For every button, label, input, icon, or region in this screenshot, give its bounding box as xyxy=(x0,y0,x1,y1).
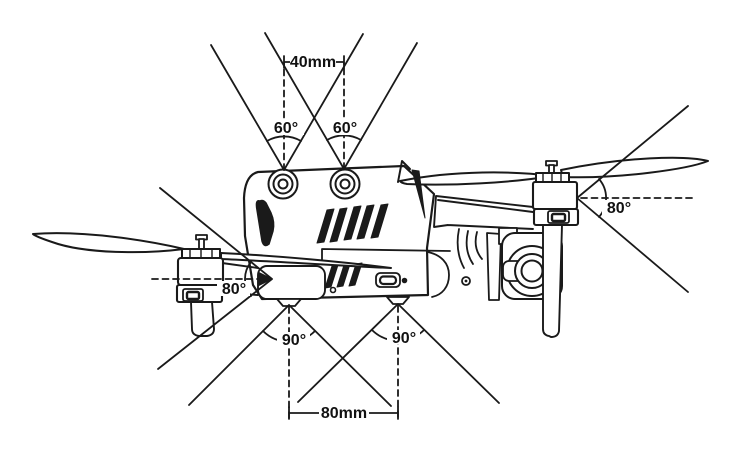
label-bg xyxy=(217,281,250,296)
top-right-fov-label: 60° xyxy=(333,120,357,137)
rear-fov-label: 80° xyxy=(607,200,631,217)
label-bg xyxy=(387,330,420,344)
label-bg xyxy=(319,404,369,420)
body-button xyxy=(329,286,337,294)
top-sensor-left xyxy=(267,168,299,200)
fov-cone-top-right xyxy=(264,32,418,170)
upper-vent-slats xyxy=(316,203,389,244)
label-bg xyxy=(290,54,336,69)
fov-cone-top-left xyxy=(210,33,364,171)
bottom-spacing-label: 80mm xyxy=(321,405,367,422)
rear-arm xyxy=(433,195,534,230)
label-bg xyxy=(602,200,635,215)
fov-cone-bottom-right xyxy=(297,303,500,422)
rear-propeller xyxy=(397,156,709,219)
fov-cone-bottom-left xyxy=(188,304,392,421)
fov-annotations xyxy=(151,32,696,422)
camera-lens-inner xyxy=(520,259,544,283)
label-bg xyxy=(268,120,304,135)
front-propeller xyxy=(32,232,392,269)
front-motor-shaft xyxy=(198,238,205,250)
fov-labels: 40mm 60° 60° 80° 80° 90° 90° 80mm xyxy=(217,54,635,422)
label-bg xyxy=(327,120,363,135)
front-fov-label: 80° xyxy=(222,281,246,298)
top-spacing-label: 40mm xyxy=(290,54,336,71)
status-led xyxy=(401,277,408,284)
bottom-right-fov-label: 90° xyxy=(392,330,416,347)
rear-motor-pod xyxy=(531,160,580,338)
front-motor-pod xyxy=(175,234,225,337)
top-left-fov-label: 60° xyxy=(274,120,298,137)
bottom-sensor-rear xyxy=(386,296,410,305)
rear-landing-leg xyxy=(542,224,563,338)
front-vent-window xyxy=(255,199,275,247)
rear-body-bracket xyxy=(427,251,450,298)
drone-drawing xyxy=(32,156,709,338)
front-landing-leg xyxy=(190,301,215,337)
fov-cone-rear xyxy=(576,105,696,293)
usb-port-pin xyxy=(378,275,398,286)
bottom-sensor-front xyxy=(276,298,302,307)
label-bg xyxy=(277,332,310,346)
front-cone-arrowhead xyxy=(258,271,274,287)
bottom-left-fov-label: 90° xyxy=(282,332,306,349)
top-sensor-right xyxy=(329,168,361,200)
